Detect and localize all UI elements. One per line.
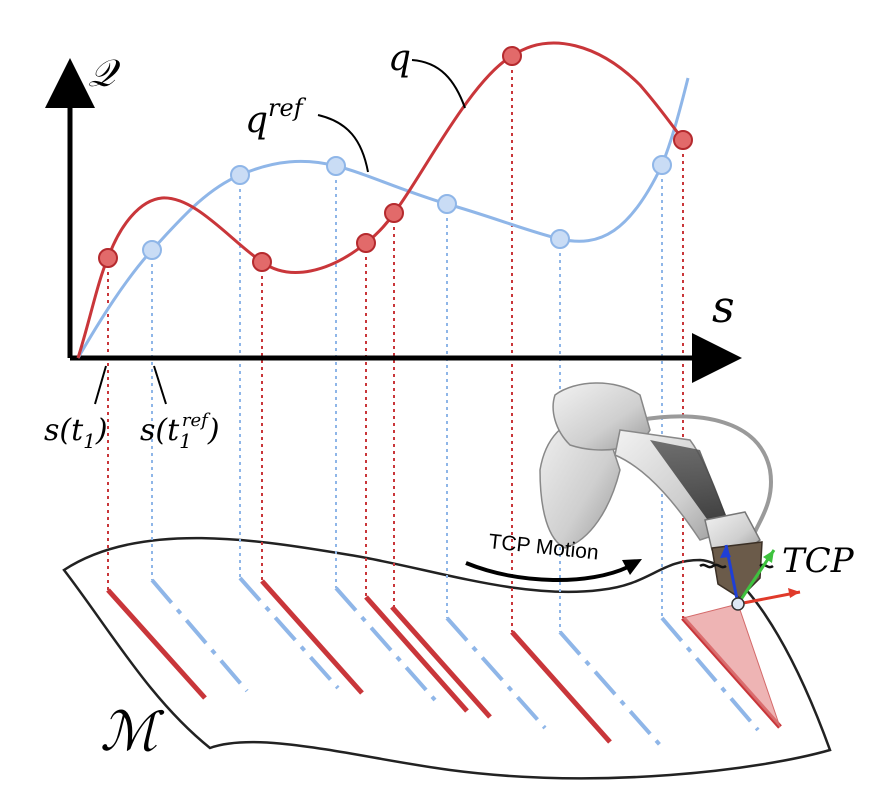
robot-forearm-stripe bbox=[650, 440, 728, 526]
tcp-label: TCP bbox=[782, 541, 855, 581]
qref-label: qref bbox=[245, 94, 307, 141]
q-label: q bbox=[388, 38, 411, 79]
manifold-reference-segment bbox=[558, 630, 662, 747]
tcp-z-arrowhead bbox=[720, 545, 731, 558]
manifold-reference-segment bbox=[660, 616, 760, 732]
manifold-reference-segments bbox=[150, 576, 760, 747]
tcp-x-arrowhead bbox=[788, 588, 800, 598]
tcp-motion-arrow bbox=[465, 561, 629, 582]
tool-projection-cone bbox=[682, 603, 781, 728]
manifold-label: ℳ bbox=[100, 700, 165, 763]
s-t1-ref-leader-line bbox=[153, 365, 167, 405]
qref-label-base: q bbox=[245, 100, 268, 141]
qref-label-superscript: ref bbox=[268, 94, 307, 122]
manifold-reference-segment bbox=[150, 578, 249, 693]
tcp-frame bbox=[720, 544, 801, 611]
actual-marker bbox=[673, 130, 693, 150]
tcp-y-arrowhead bbox=[763, 550, 774, 563]
tcp-point bbox=[731, 597, 745, 611]
manifold-actual-segment bbox=[260, 579, 364, 695]
manifold-actual-segment bbox=[510, 630, 612, 744]
actual-marker bbox=[252, 252, 272, 272]
s-t1-leader-line bbox=[94, 365, 107, 405]
actual-marker bbox=[98, 248, 118, 268]
x-axis-label: s bbox=[712, 282, 735, 333]
s-t1-ref-label: s(t1ref) bbox=[140, 410, 220, 453]
actual-marker bbox=[384, 203, 404, 223]
reference-marker bbox=[550, 229, 570, 249]
manifold-reference-segment bbox=[238, 576, 340, 690]
y-axis-label: 𝒬 bbox=[88, 51, 121, 95]
manifold-reference-segment bbox=[445, 616, 547, 730]
curve-actual bbox=[76, 41, 685, 359]
vibration-squiggle-right bbox=[759, 563, 774, 569]
curve-reference bbox=[76, 77, 690, 359]
qref-leader-line bbox=[317, 114, 369, 173]
manifold-reference-segment bbox=[334, 586, 437, 702]
manifold-actual-segment bbox=[106, 588, 207, 700]
manifold-sheet bbox=[62, 536, 832, 780]
actual-marker bbox=[356, 233, 376, 253]
reference-marker bbox=[326, 156, 346, 176]
reference-marker bbox=[437, 194, 457, 214]
q-leader-line bbox=[411, 59, 466, 109]
reference-marker bbox=[652, 155, 672, 175]
robot-arm bbox=[539, 382, 774, 599]
s-t1-label: s(t1) bbox=[44, 413, 108, 453]
reference-marker bbox=[142, 240, 162, 260]
reference-markers bbox=[142, 155, 672, 260]
reference-marker bbox=[230, 165, 250, 185]
tcp-motion-arrowhead bbox=[622, 559, 642, 575]
robot-cable bbox=[639, 414, 773, 533]
manifold-actual-segment bbox=[364, 595, 469, 713]
vibration-squiggle-left bbox=[699, 563, 727, 569]
projection-lines-actual bbox=[107, 56, 684, 632]
manifold-actual-segment bbox=[390, 605, 492, 719]
actual-markers bbox=[98, 46, 693, 272]
actual-marker bbox=[502, 46, 522, 66]
